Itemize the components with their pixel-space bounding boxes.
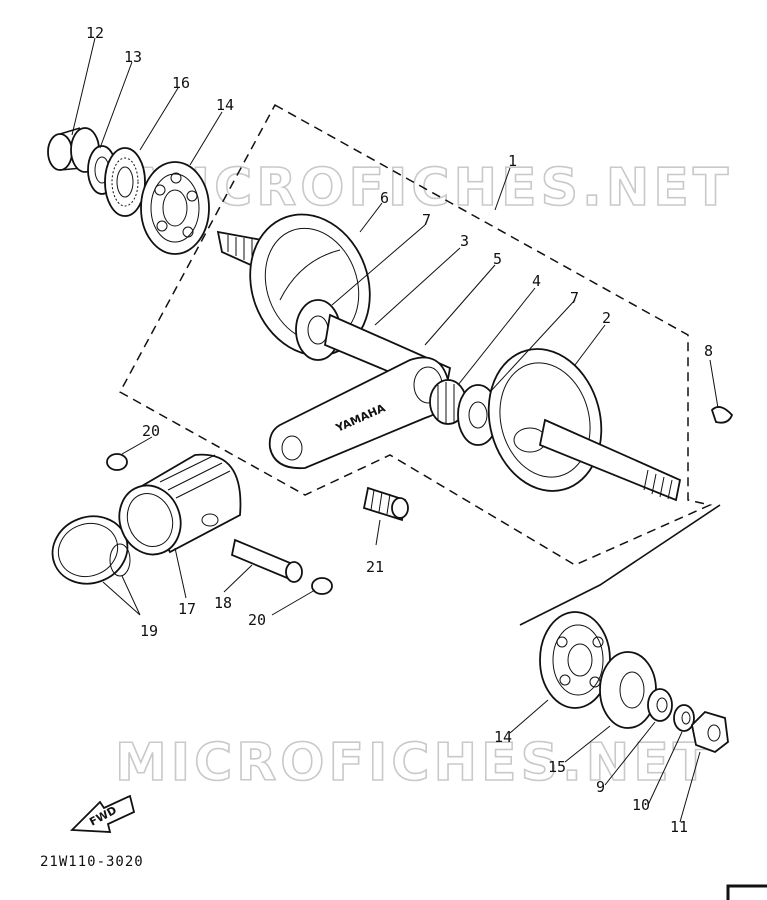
label-part-20-upper: 20 [142, 422, 160, 440]
label-part-2: 2 [602, 309, 611, 327]
shaft-reference-line [519, 504, 721, 626]
label-part-15: 15 [548, 758, 566, 776]
nut-11 [691, 710, 729, 754]
watermark-bottom: MICROFICHES.NET [115, 733, 712, 793]
label-part-14-lower: 14 [494, 728, 512, 746]
label-part-5: 5 [493, 250, 502, 268]
diagram-code: 21W110-3020 [40, 854, 144, 870]
bearing-14-upper [140, 161, 210, 255]
label-part-3: 3 [460, 232, 469, 250]
circlip-20-lower [311, 577, 333, 595]
label-part-12: 12 [86, 24, 104, 42]
washer-9 [647, 688, 673, 722]
label-part-14-upper: 14 [216, 96, 234, 114]
label-part-21: 21 [366, 558, 384, 576]
small-end-bearing-21 [362, 486, 409, 522]
spacer-15 [599, 651, 657, 729]
label-part-19: 19 [140, 622, 158, 640]
label-part-18: 18 [214, 594, 232, 612]
label-part-9: 9 [596, 778, 605, 796]
crankshaft-assembly-outline [118, 103, 713, 566]
piston-17 [118, 453, 242, 556]
forward-arrow-icon: FWD [69, 794, 136, 833]
watermark-top: MICROFICHES.NET [135, 158, 732, 218]
label-part-1: 1 [508, 152, 517, 170]
lock-washer-10 [673, 704, 695, 732]
label-part-4: 4 [532, 272, 541, 290]
woodruff-key-8 [710, 406, 734, 424]
connecting-rod-5: YAMAHA [268, 356, 450, 470]
label-part-17: 17 [178, 600, 196, 618]
leader-lines [71, 37, 719, 823]
label-part-16: 16 [172, 74, 190, 92]
circlip-20-upper [106, 453, 128, 471]
needle-bearing-16 [104, 147, 146, 217]
label-part-6: 6 [380, 189, 389, 207]
thrust-washer-7-right [457, 384, 499, 446]
label-part-8: 8 [704, 342, 713, 360]
label-part-13: 13 [124, 48, 142, 66]
label-part-20-lower: 20 [248, 611, 266, 629]
crank-right-2 [487, 348, 682, 502]
label-part-7-left: 7 [422, 211, 431, 229]
corner-bracket-mark [726, 884, 767, 900]
label-part-10: 10 [632, 796, 650, 814]
label-part-11: 11 [670, 818, 688, 836]
label-part-7-right: 7 [570, 289, 579, 307]
piston-pin-18 [230, 538, 303, 583]
